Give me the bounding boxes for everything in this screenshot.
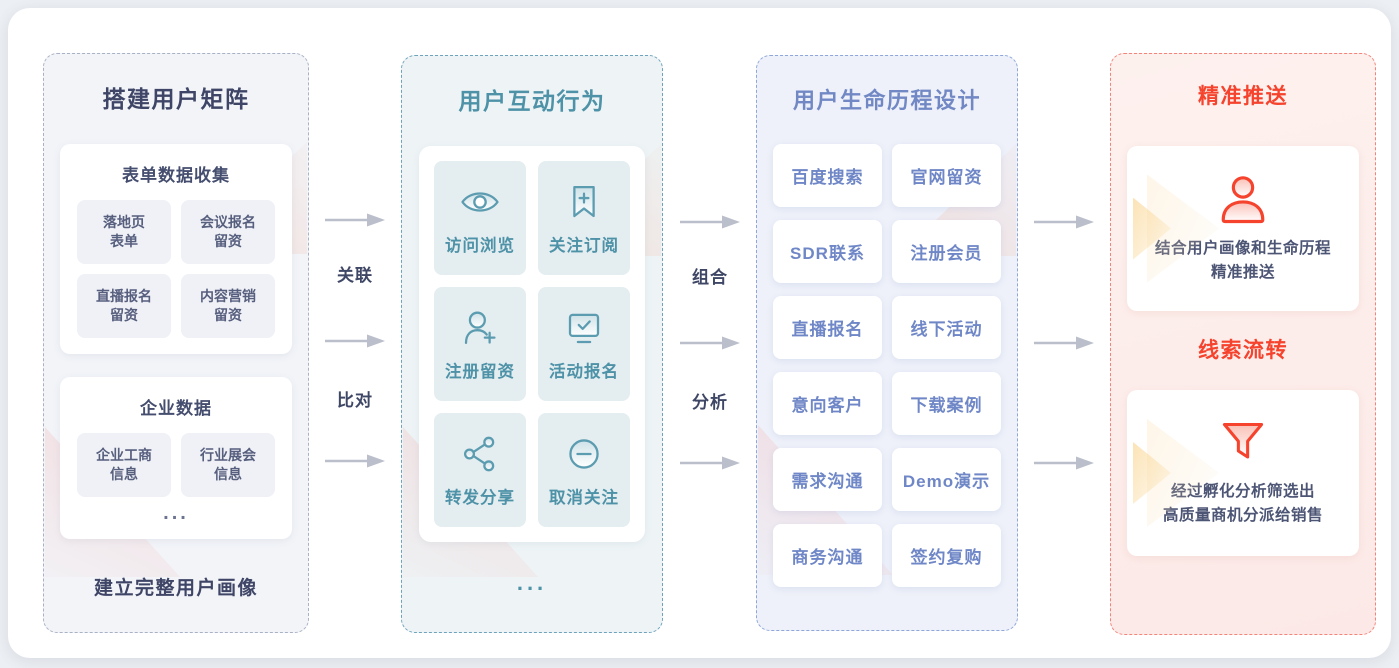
enterprise-data-grid: 企业工商 信息 行业展会 信息 <box>77 433 275 497</box>
connector-label-compare: 比对 <box>337 391 373 410</box>
enterprise-data-card-title: 企业数据 <box>140 399 212 418</box>
stage-sdr-contact: SDR联系 <box>773 220 882 283</box>
tile-visit-browse: 访问浏览 <box>434 161 526 275</box>
tile-label: 取消关注 <box>549 488 619 507</box>
monitor-check-icon <box>568 313 600 343</box>
chip-line: 会议报名 <box>200 214 256 230</box>
stage-website-lead: 官网留资 <box>892 144 1001 207</box>
ellipsis: ... <box>516 570 548 595</box>
stage-demo-show: Demo演示 <box>892 448 1001 511</box>
chip-content-marketing: 内容营销 留资 <box>181 274 275 338</box>
chip-line: 行业展会 <box>200 447 256 463</box>
connector-label-analyze: 分析 <box>692 393 728 412</box>
stage-demand-communication: 需求沟通 <box>773 448 882 511</box>
section-title-precise-push: 精准推送 <box>1198 85 1288 108</box>
tile-label: 注册留资 <box>445 362 515 381</box>
chip-line: 直播报名 <box>96 288 152 304</box>
column-interaction-behavior: 用户互动行为 访问浏览 关注订阅 <box>401 55 663 633</box>
chip-business-registration-info: 企业工商 信息 <box>77 433 171 497</box>
arrow-right-icon <box>1034 336 1094 350</box>
chip-landing-page-form: 落地页 表单 <box>77 200 171 264</box>
lifecycle-grid: 百度搜索 官网留资 SDR联系 注册会员 直播报名 线下活动 意向客户 下载案例… <box>773 144 1001 587</box>
connector-interaction-to-lifecycle: 组合 分析 <box>664 55 756 635</box>
arrow-right-icon <box>680 215 740 229</box>
desc-line: 经过孵化分析筛选出 <box>1170 483 1315 500</box>
tile-label: 访问浏览 <box>445 236 515 255</box>
chip-line: 留资 <box>110 307 138 323</box>
tile-follow-subscribe: 关注订阅 <box>538 161 630 275</box>
arrow-right-icon <box>680 336 740 350</box>
chip-line: 留资 <box>214 307 242 323</box>
connector-label-combine: 组合 <box>692 268 728 287</box>
form-data-card: 表单数据收集 落地页 表单 会议报名 留资 直播报名 留资 内容营销 留资 <box>60 144 292 354</box>
user-icon <box>1221 175 1265 223</box>
eye-icon <box>461 191 499 212</box>
diagram-canvas: 搭建用户矩阵 表单数据收集 落地页 表单 会议报名 留资 直播报名 留资 内容营… <box>8 8 1391 658</box>
desc-line: 精准推送 <box>1210 263 1275 281</box>
arrow-right-icon <box>1034 215 1094 229</box>
connector-label-associate: 关联 <box>337 266 373 285</box>
precise-push-desc: 结合用户画像和生命历程 精准推送 <box>1155 237 1331 285</box>
column-user-matrix: 搭建用户矩阵 表单数据收集 落地页 表单 会议报名 留资 直播报名 留资 内容营… <box>43 53 309 633</box>
chip-industry-expo-info: 行业展会 信息 <box>181 433 275 497</box>
lead-flow-card: 经过孵化分析筛选出 高质量商机分派给销售 <box>1127 390 1359 556</box>
interaction-grid: 访问浏览 关注订阅 注册留资 <box>434 161 630 527</box>
tile-register-lead: 注册留资 <box>434 287 526 401</box>
stage-baidu-search: 百度搜索 <box>773 144 882 207</box>
stage-live-signup: 直播报名 <box>773 296 882 359</box>
column-title-user-matrix: 搭建用户矩阵 <box>102 86 250 112</box>
tile-event-signup: 活动报名 <box>538 287 630 401</box>
enterprise-data-card: 企业数据 企业工商 信息 行业展会 信息 ... <box>60 377 292 539</box>
stage-intent-customer: 意向客户 <box>773 372 882 435</box>
connector-matrix-to-interaction: 关联 比对 <box>309 53 401 633</box>
desc-line: 结合用户画像和生命历程 <box>1154 239 1331 257</box>
stage-business-communication: 商务沟通 <box>773 524 882 587</box>
chip-live-signup: 直播报名 留资 <box>77 274 171 338</box>
arrow-right-icon <box>1034 456 1094 470</box>
chip-line: 信息 <box>110 466 138 482</box>
desc-line: 高质量商机分派给销售 <box>1162 507 1323 524</box>
stage-register-member: 注册会员 <box>892 220 1001 283</box>
form-data-grid: 落地页 表单 会议报名 留资 直播报名 留资 内容营销 留资 <box>77 200 275 338</box>
chip-meeting-signup: 会议报名 留资 <box>181 200 275 264</box>
funnel-icon <box>1222 422 1264 459</box>
column-footer-user-portrait: 建立完整用户画像 <box>93 578 258 599</box>
column-output: 精准推送 结合用户画像和生命历程 精准推送 线索流转 经过孵化分析筛选出 高质量… <box>1110 53 1376 635</box>
user-plus-icon <box>464 311 496 344</box>
chip-line: 内容营销 <box>200 288 256 304</box>
tile-unfollow: 取消关注 <box>538 413 630 527</box>
stage-download-case: 下载案例 <box>892 372 1001 435</box>
minus-circle-icon <box>569 438 599 469</box>
tile-label: 活动报名 <box>549 362 619 381</box>
chip-line: 留资 <box>214 233 242 249</box>
lead-flow-desc: 经过孵化分析筛选出 高质量商机分派给销售 <box>1163 480 1323 528</box>
chip-line: 企业工商 <box>96 447 152 463</box>
tile-forward-share: 转发分享 <box>434 413 526 527</box>
tile-label: 关注订阅 <box>549 236 619 255</box>
stage-sign-repurchase: 签约复购 <box>892 524 1001 587</box>
interaction-card: 访问浏览 关注订阅 注册留资 <box>419 146 645 542</box>
form-data-card-title: 表单数据收集 <box>122 166 230 185</box>
arrow-right-icon <box>325 334 385 348</box>
column-lifecycle-design: 用户生命历程设计 百度搜索 官网留资 SDR联系 注册会员 直播报名 线下活动 … <box>756 55 1018 631</box>
stage-offline-event: 线下活动 <box>892 296 1001 359</box>
bookmark-plus-icon <box>573 185 595 217</box>
chip-line: 信息 <box>214 466 242 482</box>
section-title-lead-flow: 线索流转 <box>1198 339 1288 362</box>
column-title-lifecycle: 用户生命历程设计 <box>792 88 981 113</box>
ellipsis: ... <box>163 502 189 524</box>
tile-label: 转发分享 <box>445 488 515 507</box>
precise-push-card: 结合用户画像和生命历程 精准推送 <box>1127 146 1359 311</box>
share-icon <box>463 436 495 471</box>
chip-line: 表单 <box>110 233 138 249</box>
arrow-right-icon <box>680 456 740 470</box>
arrow-right-icon <box>325 213 385 227</box>
column-title-interaction: 用户互动行为 <box>458 88 606 114</box>
chip-line: 落地页 <box>103 214 145 230</box>
arrow-right-icon <box>325 454 385 468</box>
connector-lifecycle-to-output <box>1018 55 1110 635</box>
